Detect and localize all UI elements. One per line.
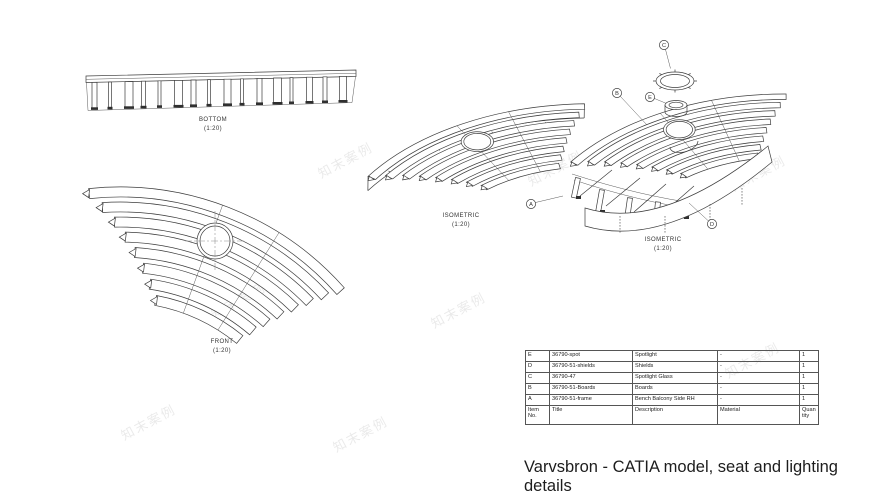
shield-part — [670, 141, 698, 153]
spotlight-part — [665, 101, 687, 117]
cell-quantity: 1 — [799, 361, 819, 373]
spotlight-glass-ring — [653, 70, 697, 93]
isometric-view-1 — [363, 67, 624, 234]
cell-material: - — [717, 394, 800, 406]
callout-b-circle — [612, 88, 622, 98]
cell-description: Spotlight Glass — [632, 372, 718, 384]
cell-description: Bench Balcony Side RH — [632, 394, 718, 406]
cell-title: 36790-47 — [549, 372, 633, 384]
cell-material: - — [717, 383, 800, 395]
front-view-label: FRONT — [211, 339, 234, 345]
cell-quantity: 1 — [799, 394, 819, 406]
callout-a-circle — [526, 199, 536, 209]
cell-item: D — [525, 361, 550, 373]
table-row: E 36790-spot Spotlight - 1 — [525, 350, 819, 362]
cell-description: Spotlight — [632, 350, 718, 362]
cell-item: C — [525, 372, 550, 384]
center-crosshair — [185, 211, 245, 271]
bottom-view-scale: (1:20) — [204, 126, 222, 132]
cell-description: Boards — [632, 383, 718, 395]
sheet-caption: Varvsbron - CATIA model, seat and lighti… — [524, 458, 838, 495]
callout-d-label: D — [710, 222, 714, 228]
cell-quantity: 1 — [799, 372, 819, 384]
table-row: C 36790-47 Spotlight Glass - 1 — [525, 372, 819, 384]
callout-e-circle — [645, 92, 655, 102]
front-view — [82, 186, 345, 344]
cell-title: 36790-51-Boards — [549, 383, 633, 395]
table-row: D 36790-51-shields Shields - 1 — [525, 361, 819, 373]
fascia-board — [585, 146, 772, 234]
isometric-view-2-label: ISOMETRIC — [645, 237, 682, 243]
cell-item: A — [525, 394, 550, 406]
callout-b-label: B — [615, 91, 619, 97]
callout-c-label: C — [662, 43, 666, 49]
parts-table: E 36790-spot Spotlight - 1 D 36790-51-sh… — [525, 350, 819, 425]
header-quantity: Quantity — [799, 405, 819, 425]
cell-item: E — [525, 350, 550, 362]
cell-title: 36790-spot — [549, 350, 633, 362]
cell-quantity: 1 — [799, 350, 819, 362]
cell-item: B — [525, 383, 550, 395]
table-row: A 36790-51-frame Bench Balcony Side RH -… — [525, 394, 819, 406]
cell-description: Shields — [632, 361, 718, 373]
cell-title: 36790-51-frame — [549, 394, 633, 406]
table-row: B 36790-51-Boards Boards - 1 — [525, 383, 819, 395]
front-view-scale: (1:20) — [213, 348, 231, 354]
cell-title: 36790-51-shields — [549, 361, 633, 373]
cell-quantity: 1 — [799, 383, 819, 395]
isometric-view-1-scale: (1:20) — [452, 222, 470, 228]
header-material: Material — [717, 405, 800, 425]
callout-a-label: A — [529, 202, 533, 208]
bottom-view-label: BOTTOM — [199, 117, 227, 123]
callout-d-circle — [707, 219, 717, 229]
callouts: A B C D E — [526, 40, 717, 229]
isometric-view-1-label: ISOMETRIC — [443, 213, 480, 219]
callout-e-label: E — [648, 95, 652, 101]
cell-material: - — [717, 350, 800, 362]
table-header-row: Item No. Title Description Material Quan… — [525, 405, 819, 425]
header-description: Description — [632, 405, 718, 425]
header-title: Title — [549, 405, 633, 425]
header-item-no: Item No. — [525, 405, 550, 425]
callout-c-circle — [659, 40, 669, 50]
bottom-view — [86, 70, 356, 111]
cell-material: - — [717, 361, 800, 373]
isometric-view-2-scale: (1:20) — [654, 246, 672, 252]
cell-material: - — [717, 372, 800, 384]
